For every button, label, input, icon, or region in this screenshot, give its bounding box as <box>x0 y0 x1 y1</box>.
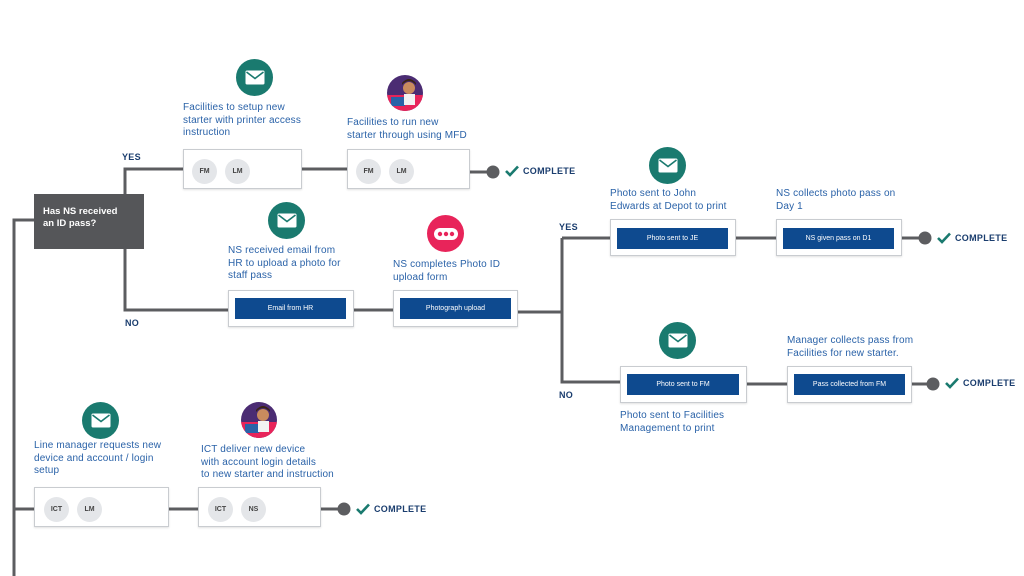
complete-marker: COMPLETE <box>937 232 1007 244</box>
step-card-photo-upload[interactable]: Photograph upload <box>393 290 518 327</box>
step-description: Line manager requests new device and acc… <box>34 440 162 476</box>
step-card-setup-printer[interactable]: FM LM <box>183 149 302 189</box>
complete-label: COMPLETE <box>963 378 1016 388</box>
step-bar-label: Pass collected from FM <box>794 374 905 395</box>
complete-marker: COMPLETE <box>945 377 1015 389</box>
photo-split-line <box>560 238 620 384</box>
complete-marker: COMPLETE <box>356 503 426 515</box>
envelope-icon <box>268 202 305 239</box>
role-chip: LM <box>225 159 250 184</box>
envelope-icon <box>649 147 686 184</box>
step-card-email-hr[interactable]: Email from HR <box>228 290 354 327</box>
step-card-pass-fm[interactable]: Pass collected from FM <box>787 366 912 403</box>
envelope-icon <box>82 402 119 439</box>
step-description: Facilities to setup new starter with pri… <box>183 102 301 138</box>
person-avatar-icon <box>241 402 277 438</box>
step-description: Photo sent to Facilities Management to p… <box>620 410 725 434</box>
end-dot <box>918 231 932 245</box>
end-dot <box>926 377 940 391</box>
envelope-icon <box>659 322 696 359</box>
step-bar-label: Photo sent to JE <box>617 228 728 249</box>
step-bar-label: Photo sent to FM <box>627 374 739 395</box>
person-avatar-icon <box>387 75 423 111</box>
step-description: Facilities to run new starter through us… <box>347 117 467 141</box>
end-dot <box>486 165 500 179</box>
role-chip: LM <box>77 497 102 522</box>
complete-label: COMPLETE <box>523 166 576 176</box>
step-description: Manager collects pass from Facilities fo… <box>787 335 914 359</box>
step-card-run-mfd[interactable]: FM LM <box>347 149 470 189</box>
checkmark-icon <box>356 503 370 515</box>
step-card-device-request[interactable]: ICT LM <box>34 487 169 527</box>
role-chip: FM <box>192 159 217 184</box>
complete-label: COMPLETE <box>374 504 427 514</box>
step-bar-label: NS given pass on D1 <box>783 228 894 249</box>
step-bar-label: Email from HR <box>235 298 346 319</box>
step-description: NS received email from HR to upload a ph… <box>228 245 341 281</box>
more-dots-icon <box>427 215 464 252</box>
branch-label-photo-no: NO <box>559 390 574 400</box>
yes-branch-line <box>123 167 183 194</box>
branch-label-photo-yes: YES <box>559 222 578 232</box>
main-trunk-line <box>12 218 34 576</box>
step-description: NS collects photo pass on Day 1 <box>776 188 896 212</box>
role-chip: ICT <box>44 497 69 522</box>
decision-box: Has NS received an ID pass? <box>34 194 144 249</box>
no-branch-line <box>123 249 228 312</box>
step-description: ICT deliver new device with account logi… <box>201 444 334 480</box>
role-chip: FM <box>356 159 381 184</box>
branch-label-yes: YES <box>122 152 141 162</box>
step-description: NS completes Photo ID upload form <box>393 259 501 283</box>
role-chip: ICT <box>208 497 233 522</box>
role-chip: NS <box>241 497 266 522</box>
step-description: Photo sent to John Edwards at Depot to p… <box>610 188 727 212</box>
complete-label: COMPLETE <box>955 233 1008 243</box>
step-bar-label: Photograph upload <box>400 298 511 319</box>
checkmark-icon <box>505 165 519 177</box>
complete-marker: COMPLETE <box>505 165 575 177</box>
step-card-ict-deliver[interactable]: ICT NS <box>198 487 321 527</box>
step-card-sent-je[interactable]: Photo sent to JE <box>610 219 736 256</box>
step-card-pass-d1[interactable]: NS given pass on D1 <box>776 219 902 256</box>
role-chip: LM <box>389 159 414 184</box>
checkmark-icon <box>937 232 951 244</box>
envelope-icon <box>236 59 273 96</box>
end-dot <box>337 502 351 516</box>
branch-label-no: NO <box>125 318 140 328</box>
checkmark-icon <box>945 377 959 389</box>
step-card-sent-fm[interactable]: Photo sent to FM <box>620 366 747 403</box>
